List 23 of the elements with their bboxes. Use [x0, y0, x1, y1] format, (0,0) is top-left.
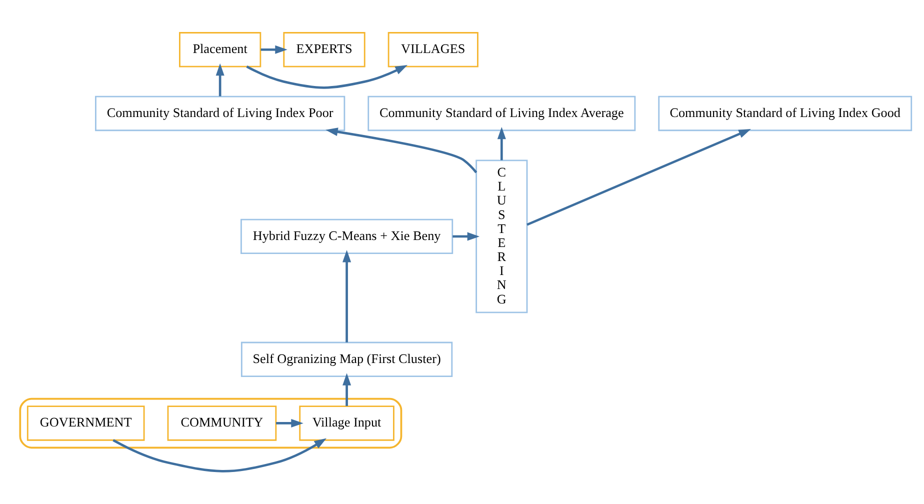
node-box: Village Input	[299, 406, 394, 441]
arrow	[260, 45, 288, 54]
arrow	[326, 128, 478, 174]
node-box: Hybrid Fuzzy C-Means + Xie Beny	[240, 218, 454, 254]
node-box: Community Standard of Living Index Average	[368, 96, 636, 132]
arrow	[452, 232, 480, 241]
arrow	[526, 129, 751, 226]
node-box: Community Standard of Living Index Good	[658, 96, 912, 132]
node-box: Self Ogranizing Map (First Cluster)	[240, 342, 453, 377]
node-box: Placement	[179, 32, 262, 68]
node-box: Community Standard of Living Index Poor	[95, 96, 346, 132]
node-box: GOVERNMENT	[26, 406, 145, 441]
arrow	[342, 373, 352, 406]
arrow	[497, 126, 506, 160]
arrow	[112, 438, 326, 472]
arrow	[246, 65, 408, 89]
arrow	[216, 63, 224, 96]
node-box: VILLAGES	[388, 32, 478, 68]
arrow	[276, 418, 304, 428]
node-box: COMMUNITY	[167, 406, 277, 441]
node-box: CLUSTERING	[476, 160, 528, 314]
node-box: EXPERTS	[283, 32, 366, 68]
arrow	[342, 250, 352, 342]
